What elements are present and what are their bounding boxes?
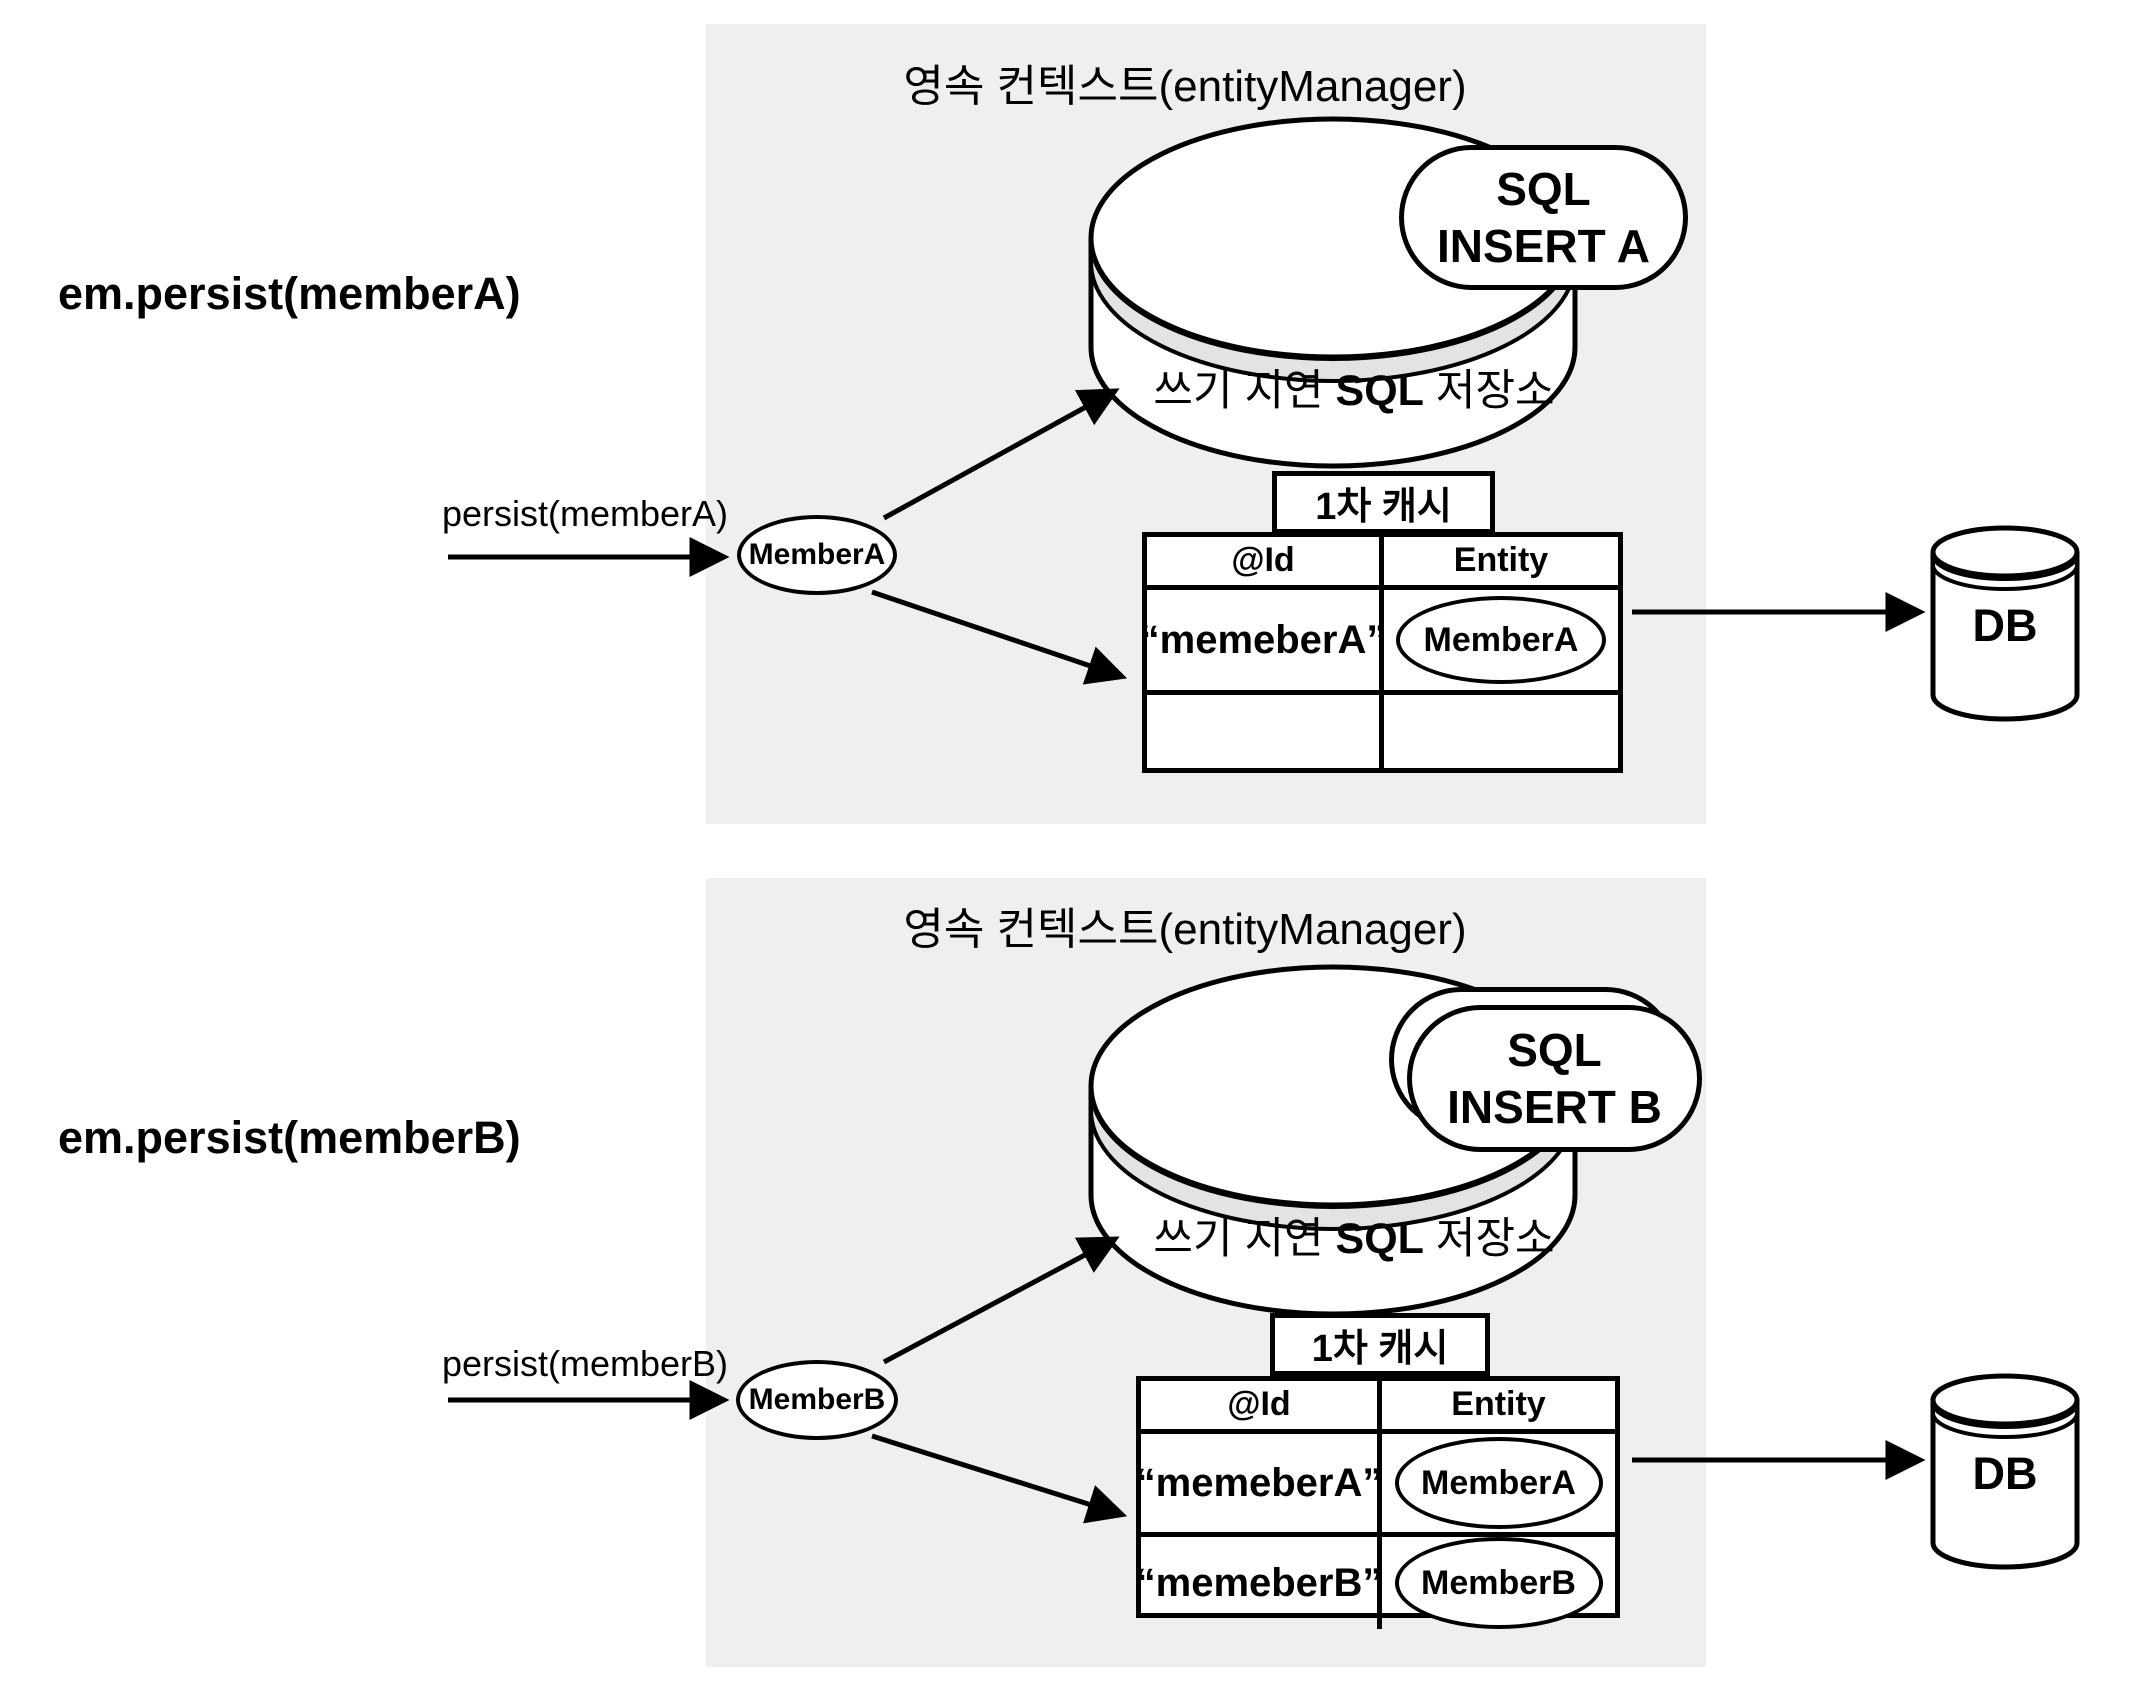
db-label-top: DB (1972, 600, 2038, 651)
db-label-bottom: DB (1972, 1448, 2038, 1499)
to-cache-arrow-bottom (871, 1433, 1128, 1524)
row-id-cell: “memeberA” (1136, 1434, 1383, 1532)
sql-insert-badge-top: SQL INSERT A (1399, 145, 1688, 290)
row-entity-cell: MemberB (1377, 1537, 1615, 1629)
store-label-sql: SQL (1335, 1215, 1424, 1263)
cache-title-text: 1차 캐시 (1311, 1328, 1449, 1370)
store-label-bottom: 쓰기 지연 SQL 저장소 (1104, 1204, 1604, 1266)
context-title-top: 영속 컨텍스트(entityManager) (903, 62, 1467, 111)
method-call-label-top: em.persist(memberA) (58, 268, 521, 319)
col-header-id: @Id (1141, 1381, 1377, 1429)
row-id-cell: “memeberB” (1136, 1537, 1383, 1629)
row-entity-text: MemberA (1423, 620, 1579, 659)
row-entity-text: MemberA (1421, 1463, 1576, 1502)
cache-table-row-1: “memeberA” MemberA (1140, 590, 1618, 695)
row-entity-cell-empty (1379, 695, 1618, 768)
row-entity-cell: MemberA (1377, 1434, 1615, 1532)
persist-arrow-label-bottom: persist(memberB) (441, 1343, 729, 1384)
row-entity-ellipse: MemberB (1394, 1537, 1603, 1629)
method-call-label-bottom: em.persist(memberB) (58, 1112, 521, 1163)
col-header-entity: Entity (1377, 1381, 1615, 1429)
cache-table-header-row: @Id Entity (1147, 537, 1618, 590)
cache-table-row-2: “memeberB” MemberB (1136, 1537, 1615, 1629)
cache-table-row-2 (1147, 695, 1618, 768)
row-id-text: “memeberB” (1135, 1560, 1383, 1605)
entity-node-top: MemberA (737, 515, 897, 595)
cache-table-bottom: @Id Entity “memeberA” MemberA “memeberB” (1136, 1376, 1620, 1629)
sql-badge-line1: SQL (1496, 162, 1591, 215)
store-label-sql: SQL (1335, 367, 1424, 415)
context-title-bottom: 영속 컨텍스트(entityManager) (903, 905, 1467, 954)
entity-node-label: MemberB (748, 1383, 886, 1416)
row-entity-cell: MemberA (1379, 590, 1618, 690)
cache-table-row-1: “memeberA” MemberA (1136, 1434, 1615, 1537)
row-id-text: “memeberA” (1139, 617, 1387, 662)
to-store-arrow-bottom (882, 1236, 1120, 1365)
first-level-cache-title-bottom: 1차 캐시 (1270, 1313, 1490, 1376)
row-id-cell: “memeberA” (1140, 590, 1387, 690)
store-label-prefix: 쓰기 지연 (1153, 367, 1336, 415)
db-cylinder-bottom (1930, 1373, 2080, 1570)
col-header-id: @Id (1147, 537, 1379, 585)
db-cylinder-top (1930, 525, 2080, 722)
persist-arrow-label-top: persist(memberA) (441, 493, 729, 534)
store-label-suffix: 저장소 (1423, 367, 1555, 415)
to-store-arrow-top (882, 388, 1120, 521)
col-header-id-text: @Id (1231, 541, 1295, 579)
store-label-suffix: 저장소 (1423, 1215, 1555, 1263)
row-id-text: “memeberA” (1135, 1460, 1383, 1505)
col-header-entity-text: Entity (1451, 1385, 1546, 1423)
entity-node-bottom: MemberB (736, 1360, 898, 1440)
row-entity-text: MemberB (1421, 1563, 1576, 1602)
sql-insert-badge-bottom: SQL INSERT B (1407, 1005, 1702, 1152)
write-delay-sql-store-cylinder-bottom (1088, 964, 1578, 1317)
sql-badge-line2: INSERT A (1437, 219, 1650, 272)
to-cache-arrow-top (871, 589, 1128, 685)
row-id-cell-empty (1147, 695, 1379, 768)
first-level-cache-title-top: 1차 캐시 (1272, 471, 1495, 534)
store-label-prefix: 쓰기 지연 (1153, 1215, 1336, 1263)
store-label-top: 쓰기 지연 SQL 저장소 (1104, 356, 1604, 418)
row-entity-ellipse: MemberA (1396, 596, 1606, 684)
sql-badge-line2: INSERT B (1447, 1080, 1662, 1133)
col-header-id-text: @Id (1227, 1385, 1291, 1423)
entity-node-label: MemberA (748, 538, 886, 571)
row-entity-ellipse: MemberA (1394, 1437, 1603, 1529)
cache-table-top: @Id Entity “memeberA” MemberA (1140, 532, 1623, 773)
sql-badge-line1: SQL (1507, 1023, 1602, 1076)
cache-table-header-row: @Id Entity (1141, 1381, 1615, 1434)
cache-title-text: 1차 캐시 (1315, 486, 1452, 528)
col-header-entity: Entity (1379, 537, 1618, 585)
col-header-entity-text: Entity (1453, 541, 1549, 579)
